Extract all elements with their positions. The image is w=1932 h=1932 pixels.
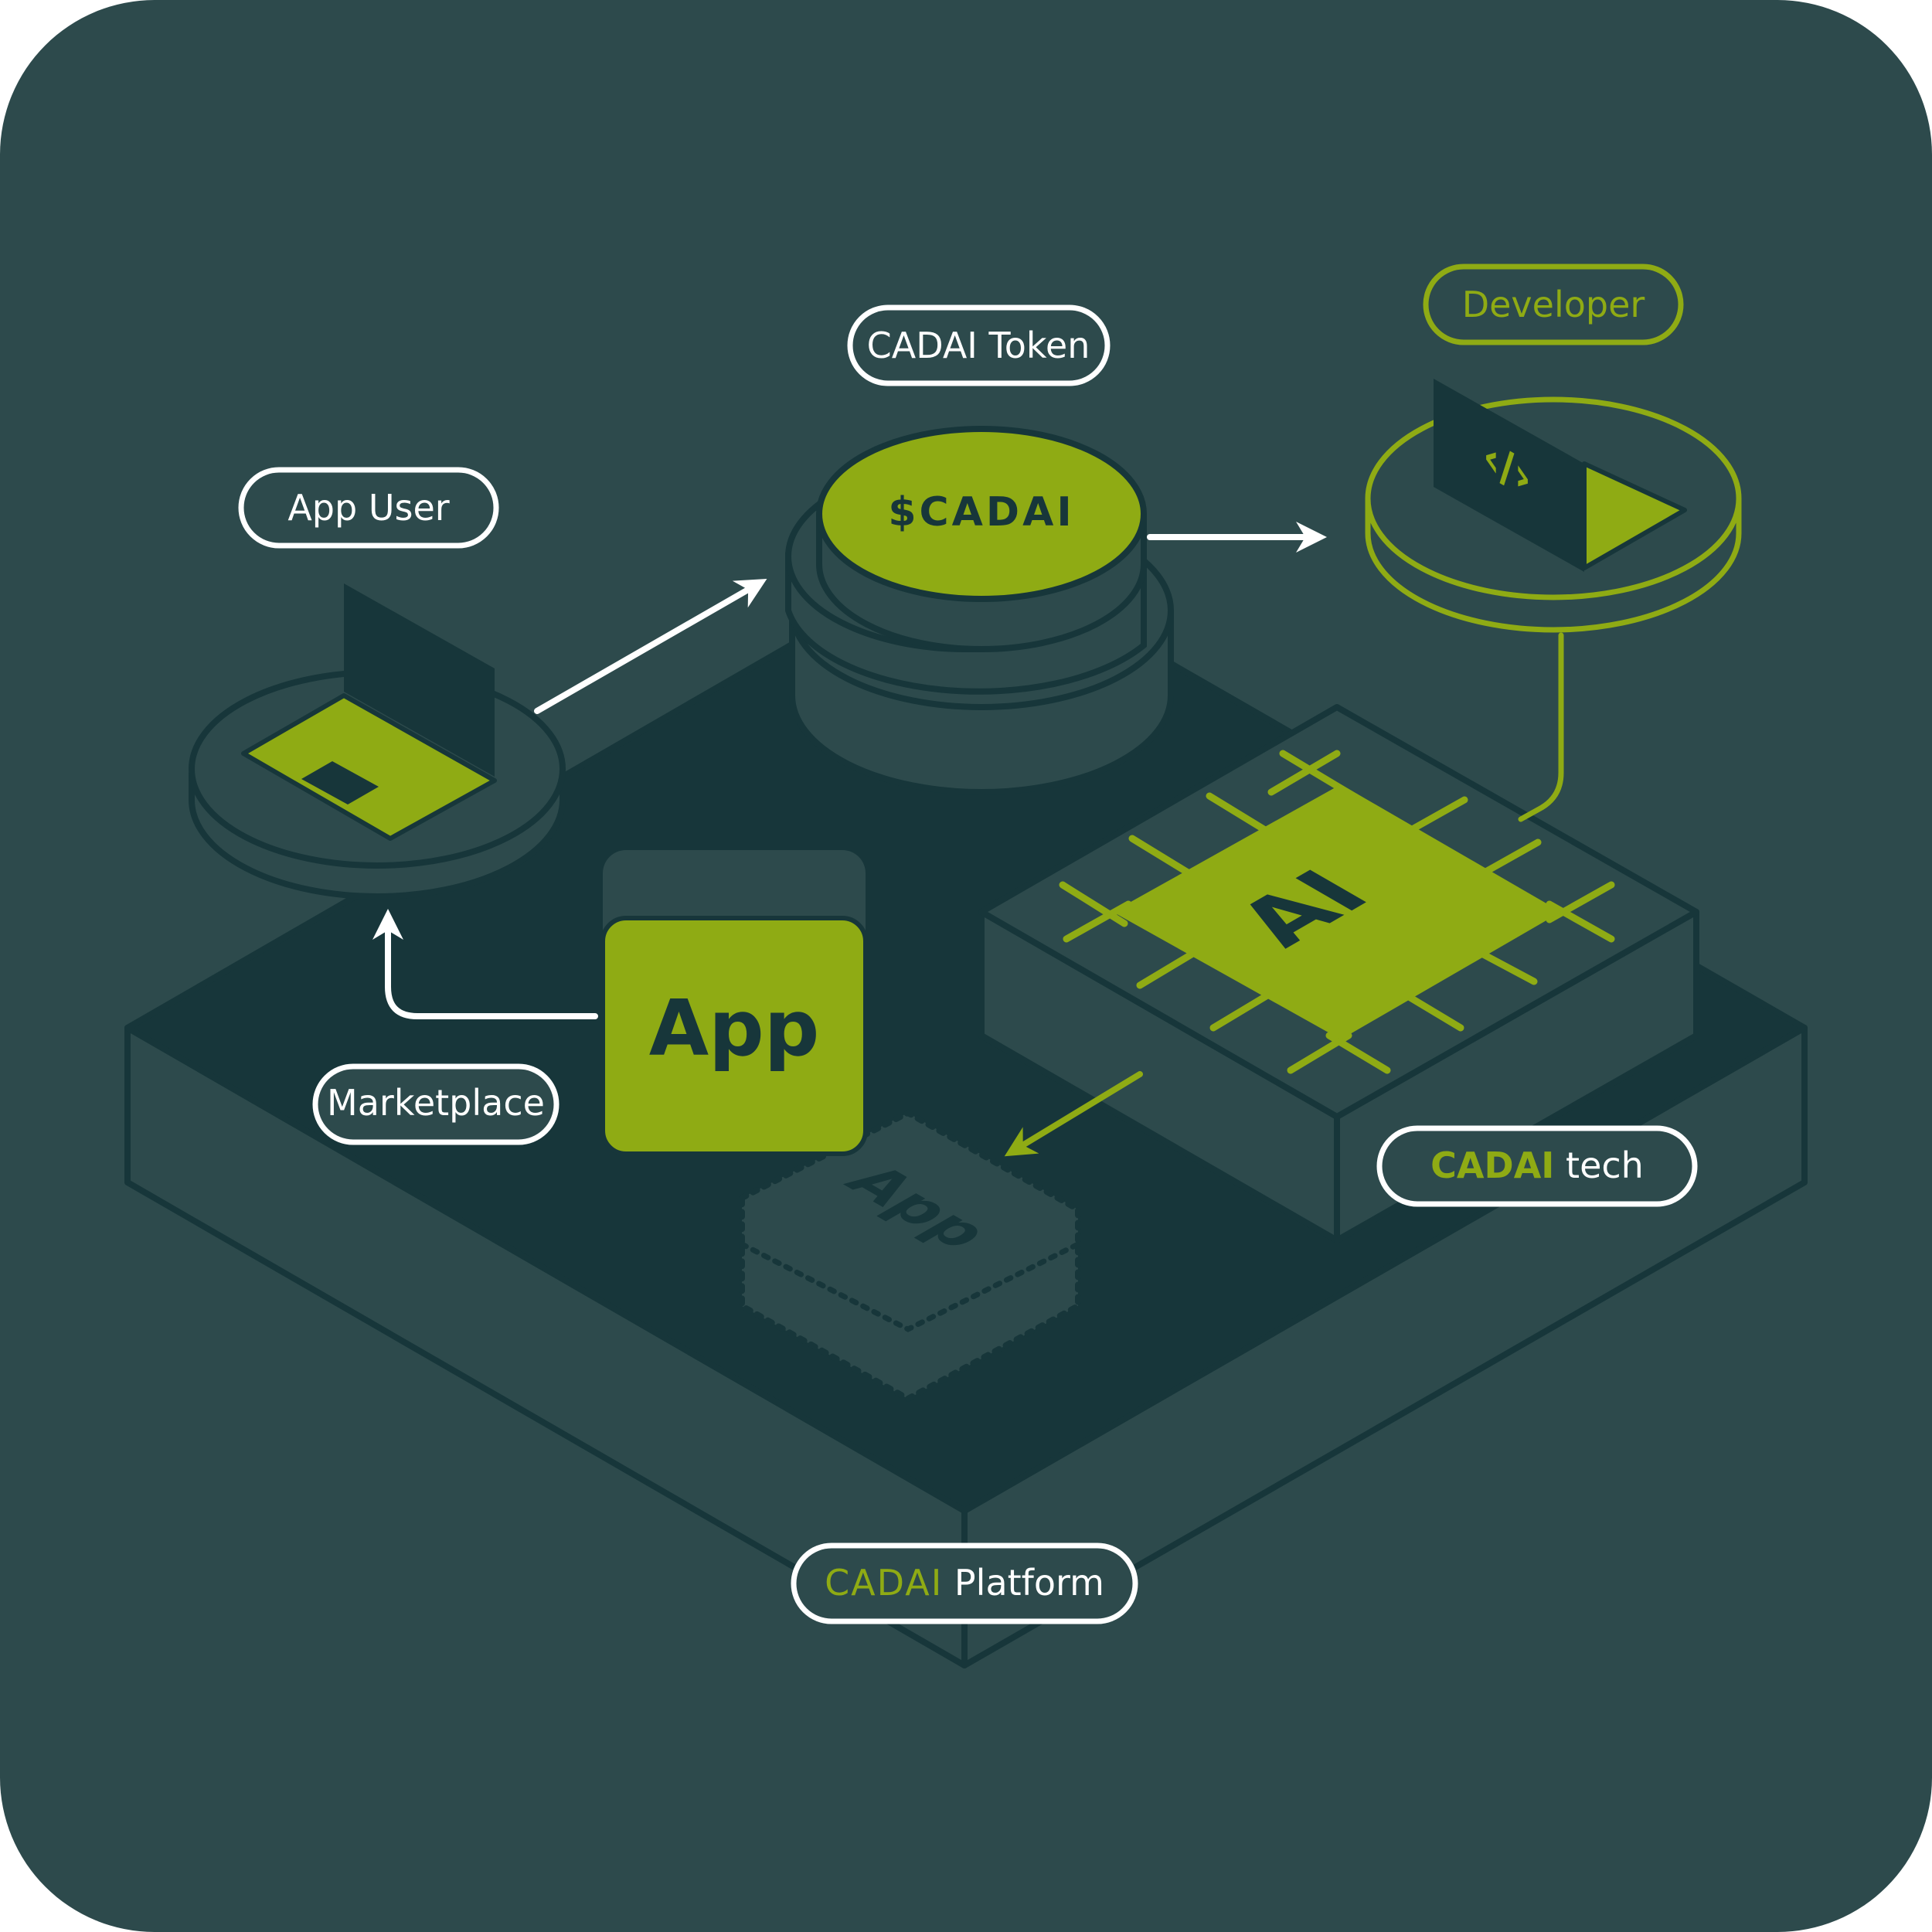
ai-tech-block: AI [978,704,1699,1243]
token-coin-face [816,426,1147,602]
developer-node: ‹/› [1365,379,1742,822]
arrow-ai-to-app [1004,1071,1143,1157]
label-marketplace-text: Marketplace [327,1082,545,1124]
laptop-icon [241,583,497,841]
app-card-label: App [649,983,820,1073]
arrow-user-to-token [534,579,767,714]
flow-arrows [372,522,1327,1157]
label-cadai-tech: CADAI tech [1376,1125,1698,1207]
cadai-tech-brand: CADAI [1430,1145,1554,1186]
label-developer: Developer [1423,264,1684,345]
app-card-icon [600,916,868,1156]
developer-connector [1518,632,1564,822]
code-laptop-icon: ‹/› [1434,379,1687,572]
app-user-node [189,583,566,900]
ghost-app-body [739,1109,1081,1403]
ghost-app-block: App [739,1109,1081,1403]
label-cadai-token-text: CADAI Token [867,325,1090,366]
ai-chip-icon [1113,784,1561,1039]
token-symbol: $CADAI [888,489,1074,536]
app-card: App [600,850,868,1156]
label-app-user-text: App User [287,487,449,529]
label-cadai-tech-text: CADAI tech [1430,1145,1644,1186]
ghost-app-edge [739,1241,1081,1332]
label-app-user: App User [238,467,499,549]
arrow-marketplace-to-user [372,909,598,1019]
coin-stack-icon: $CADAI [785,426,1174,795]
label-developer-text: Developer [1462,284,1645,325]
label-cadai-platform: CADAI Platform [791,1543,1138,1624]
label-cadai-platform-text: CADAI Platform [825,1562,1104,1604]
platform-brand: CADAI [825,1562,943,1604]
label-cadai-token: CADAI Token [847,304,1111,386]
cadai-tech-suffix: tech [1554,1145,1643,1186]
label-marketplace: Marketplace [312,1063,560,1145]
platform-suffix: Platform [943,1562,1104,1604]
